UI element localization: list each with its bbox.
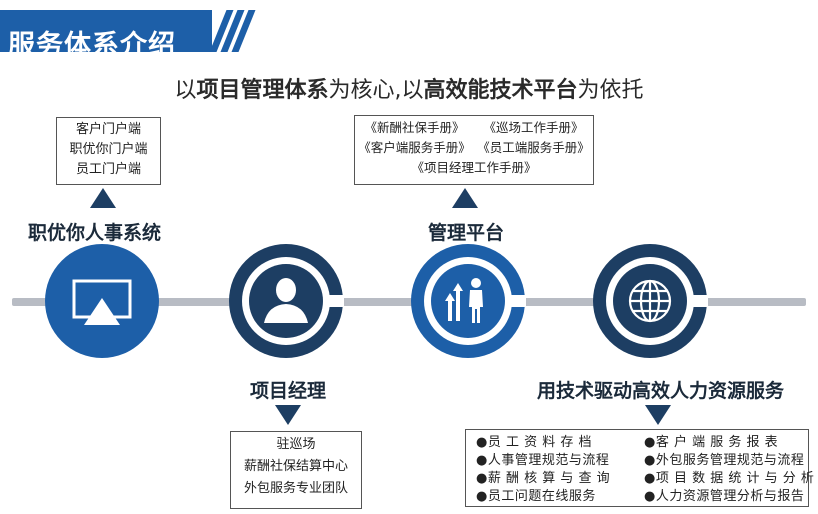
arrow-up-icon — [90, 188, 116, 208]
pm-line: 外包服务专业团队 — [243, 481, 348, 496]
manual-item: 《员工端服务手册》 — [477, 140, 590, 155]
arrow-down-icon — [645, 405, 671, 425]
headline-emphasis: 项目管理体系 — [196, 78, 329, 103]
node-project-manager — [228, 243, 344, 359]
service-item: ●项 目 数 据 统 计 与 分 析 — [644, 471, 815, 486]
portal-line: 客户门户端 — [75, 122, 141, 137]
service-item: ●外包服务管理规范与流程 — [644, 453, 805, 468]
pm-box: 驻巡场 薪酬社保结算中心 外包服务专业团队 — [230, 431, 362, 509]
portals-box: 客户门户端 职优你门户端 员工门户端 — [56, 117, 161, 185]
pm-line: 驻巡场 — [276, 437, 316, 452]
globe-icon — [628, 279, 672, 323]
manual-item: 《项目经理工作手册》 — [411, 160, 537, 175]
headline: 以项目管理体系为核心,以高效能技术平台为依托 — [0, 72, 818, 104]
timeline-bar — [12, 298, 806, 306]
service-item: ●人力资源管理分析与报告 — [644, 489, 805, 504]
node-platform — [410, 243, 526, 359]
services-box: ●员 工 资 料 存 档 ●客 户 端 服 务 报 表 ●人事管理规范与流程 ●… — [465, 429, 815, 507]
headline-part: 以 — [174, 78, 197, 103]
section-title-bar: 服务体系介绍 — [0, 10, 212, 61]
service-item: ●人事管理规范与流程 — [476, 453, 610, 468]
node-hr-system — [44, 243, 160, 359]
service-item: ●薪 酬 核 算 与 查 询 — [476, 471, 611, 486]
tech-label: 用技术驱动高效人力资源服务 — [537, 380, 785, 402]
headline-part: 为依托 — [577, 78, 644, 103]
portal-line: 员工门户端 — [75, 162, 141, 177]
hr-system-label: 职优你人事系统 — [28, 222, 162, 244]
person-icon — [264, 278, 308, 323]
service-item: ●员 工 资 料 存 档 — [476, 435, 593, 450]
node-tech — [592, 243, 708, 359]
arrow-up-icon — [452, 188, 478, 208]
manual-item: 《新酬社保手册》 — [364, 120, 465, 135]
arrow-down-icon — [275, 405, 301, 425]
manual-item: 《巡场工作手册》 — [483, 120, 584, 135]
portal-line: 职优你门户端 — [69, 142, 148, 157]
manual-item: 《客户端服务手册》 — [358, 140, 471, 155]
screen-share-icon — [72, 279, 132, 325]
headline-emphasis: 高效能技术平台 — [423, 78, 578, 103]
service-item: ●员工问题在线服务 — [476, 489, 596, 504]
growth-person-icon — [445, 278, 483, 323]
service-item: ●客 户 端 服 务 报 表 — [644, 435, 779, 450]
pm-line: 薪酬社保结算中心 — [243, 459, 348, 474]
headline-part: 为核心,以 — [328, 78, 424, 103]
section-title: 服务体系介绍 — [8, 30, 176, 61]
manuals-box: 《新酬社保手册》 《巡场工作手册》 《客户端服务手册》 《员工端服务手册》 《项… — [354, 115, 594, 185]
platform-label: 管理平台 — [428, 222, 505, 244]
pm-label: 项目经理 — [250, 380, 327, 402]
